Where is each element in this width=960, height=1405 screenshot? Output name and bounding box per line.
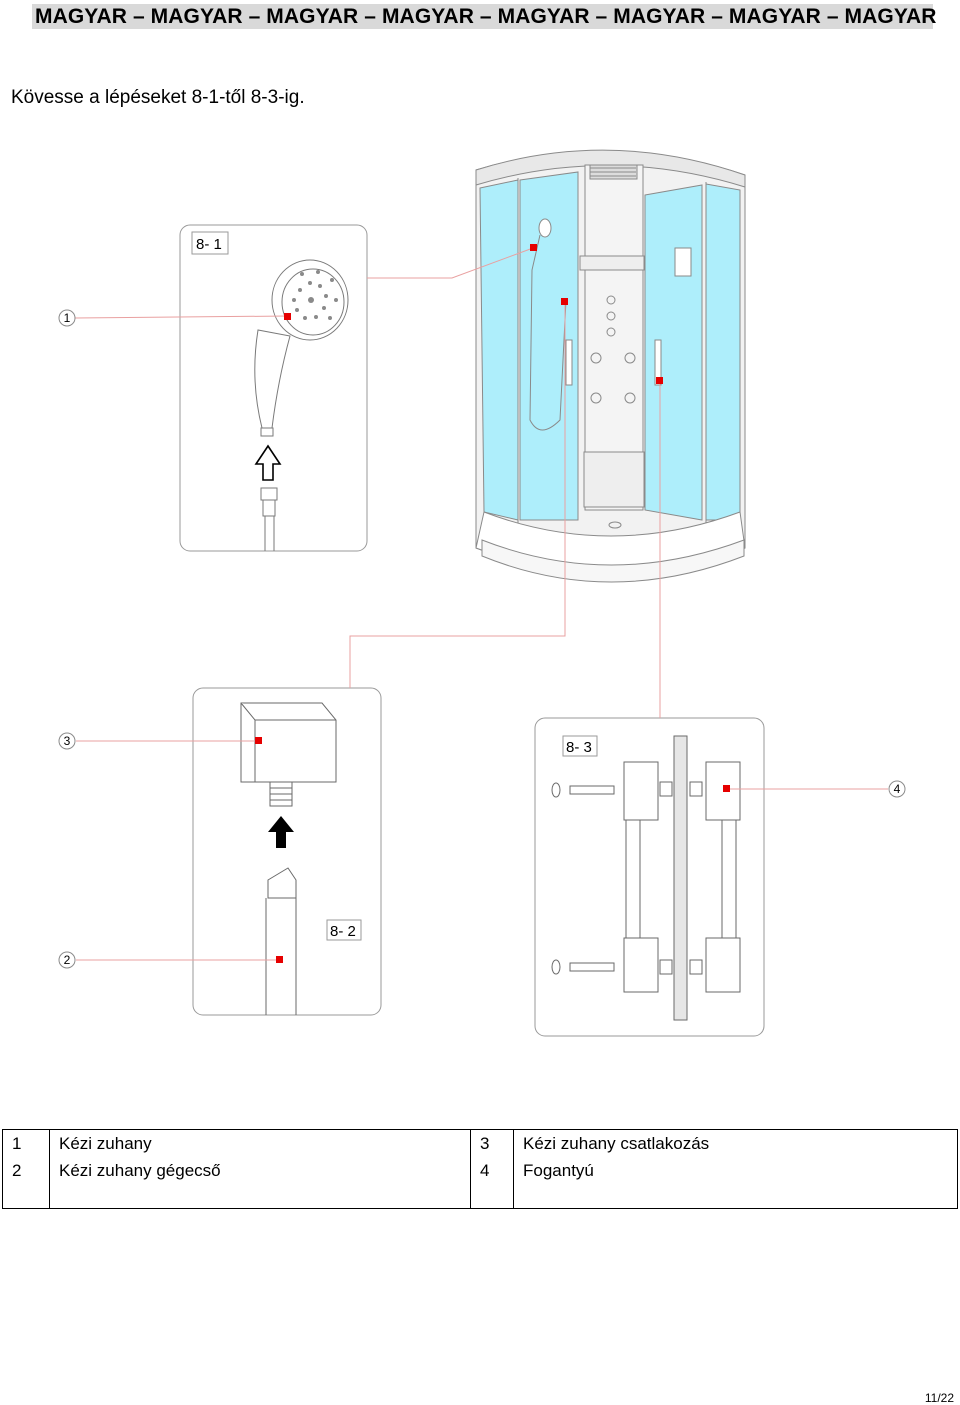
legend-part-name: Kézi zuhany	[59, 1134, 152, 1153]
legend-number-column-2: 3 4	[470, 1129, 514, 1209]
step-label-8-1: 8- 1	[196, 236, 222, 253]
callout-circle-2	[58, 951, 76, 969]
legend-part-name: Kézi zuhany gégecső	[59, 1161, 221, 1180]
step-label-8-3: 8- 3	[566, 739, 592, 756]
shower-cabin-drawing	[475, 149, 746, 583]
callout-1: 1	[64, 311, 71, 325]
step-label-8-2: 8- 2	[330, 923, 356, 940]
legend-number-column: 1 2	[2, 1129, 50, 1209]
instruction-text: Kövesse a lépéseket 8-1-től 8-3-ig.	[11, 87, 305, 108]
page-number: 11/22	[924, 1391, 954, 1405]
legend-name-column: Kézi zuhany Kézi zuhany gégecső	[49, 1129, 471, 1209]
step-8-1-panel	[179, 224, 368, 552]
callout-3: 3	[64, 734, 71, 748]
legend-number: 2	[12, 1161, 22, 1180]
legend-part-name: Kézi zuhany csatlakozás	[523, 1134, 710, 1153]
assembly-illustration: 1 3 2 4 8- 1 8- 2 8- 3	[58, 149, 906, 1037]
callout-2: 2	[64, 953, 71, 967]
red-markers	[255, 244, 730, 963]
callout-circle-3	[58, 732, 76, 750]
legend-name-column-2: Kézi zuhany csatlakozás Fogantyú	[513, 1129, 958, 1209]
callout-circle-1	[58, 309, 76, 327]
legend-number: 3	[480, 1134, 490, 1153]
callout-4: 4	[894, 782, 901, 796]
step-8-2-panel	[192, 687, 382, 1016]
page-header-title: MAGYAR – MAGYAR – MAGYAR – MAGYAR – MAGY…	[35, 5, 937, 28]
parts-legend-table: 1 2 Kézi zuhany Kézi zuhany gégecső 3 4 …	[2, 1129, 958, 1209]
callout-circle-4	[888, 780, 906, 798]
leader-lines	[74, 247, 888, 961]
step-8-3-panel	[534, 717, 765, 1037]
legend-number: 4	[480, 1161, 490, 1180]
legend-number: 1	[12, 1134, 22, 1153]
header-bar	[32, 4, 933, 29]
legend-part-name: Fogantyú	[523, 1161, 594, 1180]
